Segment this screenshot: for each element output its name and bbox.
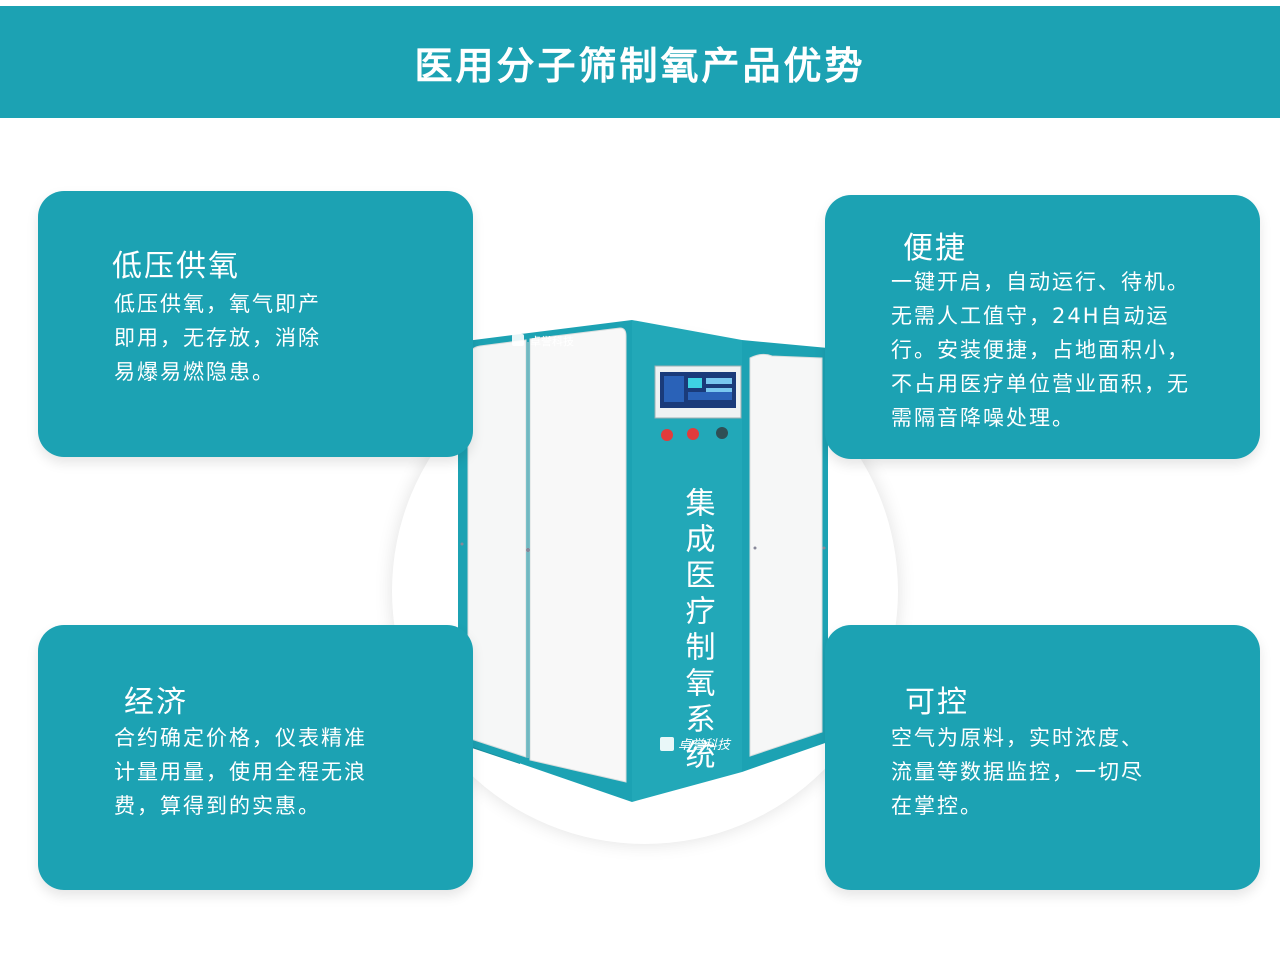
card-description: 低压供氧，氧气即产 即用，无存放，消除 易爆易燃隐患。 bbox=[114, 287, 321, 389]
card-line: 不占用医疗单位营业面积，无 bbox=[891, 372, 1190, 396]
card-line: 低压供氧，氧气即产 bbox=[114, 292, 321, 316]
card-line: 流量等数据监控，一切尽 bbox=[891, 760, 1144, 784]
card-description: 合约确定价格，仪表精准 计量用量，使用全程无浪 费，算得到的实惠。 bbox=[114, 721, 367, 823]
card-line: 行。安装便捷，占地面积小， bbox=[891, 338, 1190, 362]
card-title: 可控 bbox=[905, 685, 969, 720]
card-convenient: 便捷 一键开启，自动运行、待机。 无需人工值守，24H自动运 行。安装便捷，占地… bbox=[825, 195, 1260, 459]
card-line: 即用，无存放，消除 bbox=[114, 326, 321, 350]
card-economical: 经济 合约确定价格，仪表精准 计量用量，使用全程无浪 费，算得到的实惠。 bbox=[38, 625, 473, 890]
card-line: 需隔音降噪处理。 bbox=[891, 406, 1075, 430]
card-line: 在掌控。 bbox=[891, 794, 983, 818]
card-line: 空气为原料，实时浓度、 bbox=[891, 726, 1144, 750]
page-header: 医用分子筛制氧产品优势 bbox=[0, 6, 1280, 118]
brand-bottom-label: 卓誉科技 bbox=[678, 738, 732, 753]
page-title: 医用分子筛制氧产品优势 bbox=[414, 43, 866, 88]
brand-top-label: 卓誉科技 bbox=[530, 334, 574, 348]
card-low-pressure: 低压供氧 低压供氧，氧气即产 即用，无存放，消除 易爆易燃隐患。 bbox=[38, 191, 473, 457]
card-title: 经济 bbox=[124, 685, 188, 720]
card-controllable: 可控 空气为原料，实时浓度、 流量等数据监控，一切尽 在掌控。 bbox=[825, 625, 1260, 890]
card-line: 无需人工值守，24H自动运 bbox=[891, 304, 1170, 328]
product-vertical-label: 集成医疗制氧系统 bbox=[680, 487, 716, 775]
card-description: 一键开启，自动运行、待机。 无需人工值守，24H自动运 行。安装便捷，占地面积小… bbox=[891, 265, 1190, 435]
card-title: 低压供氧 bbox=[112, 249, 240, 284]
card-title: 便捷 bbox=[903, 231, 967, 266]
card-line: 易爆易燃隐患。 bbox=[114, 360, 275, 384]
card-description: 空气为原料，实时浓度、 流量等数据监控，一切尽 在掌控。 bbox=[891, 721, 1144, 823]
oxygen-generator-product-image: 卓誉科技 集成医疗制氧系统 卓誉科技 bbox=[458, 320, 828, 802]
card-line: 费，算得到的实惠。 bbox=[114, 794, 321, 818]
card-line: 一键开启，自动运行、待机。 bbox=[891, 270, 1190, 294]
card-line: 合约确定价格，仪表精准 bbox=[114, 726, 367, 750]
card-line: 计量用量，使用全程无浪 bbox=[114, 760, 367, 784]
